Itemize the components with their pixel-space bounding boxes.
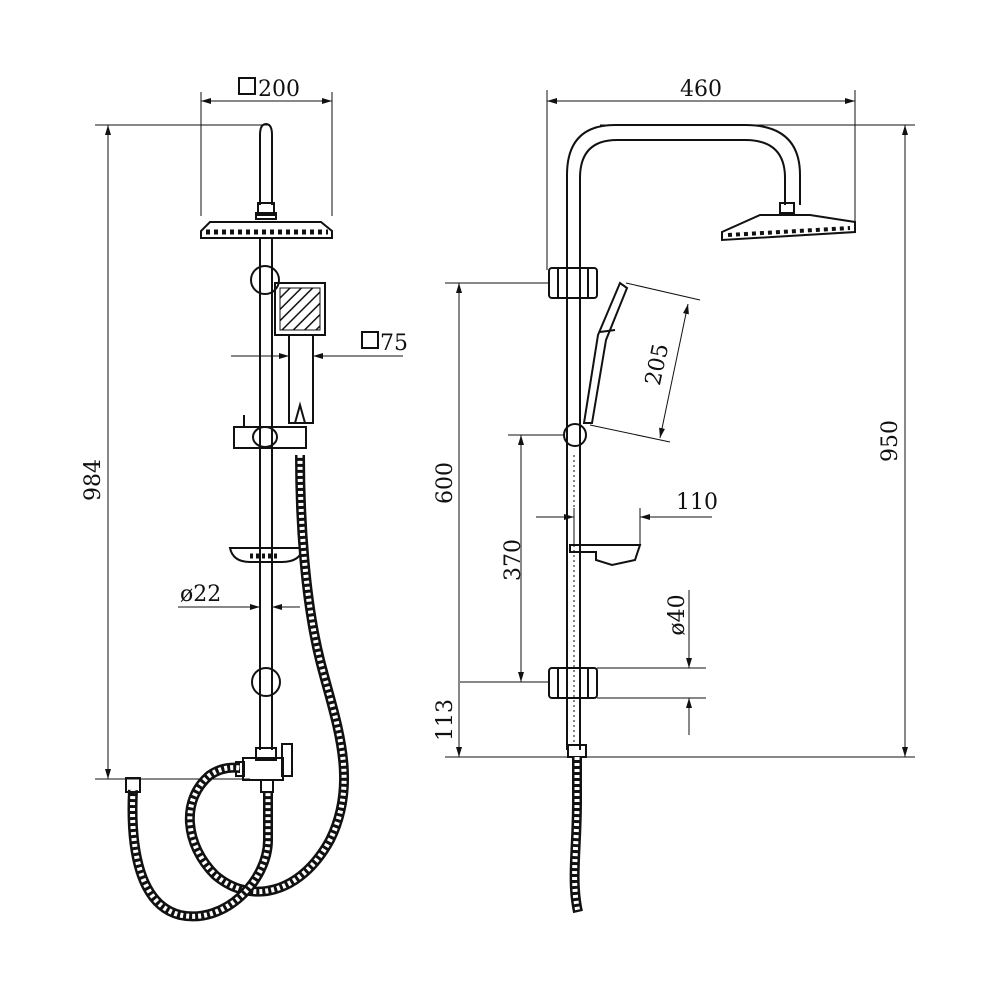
front-slide-rail: [259, 238, 273, 750]
diverter-valve: [235, 743, 293, 793]
front-height-dimension: 984: [81, 124, 268, 780]
soap-dish: [228, 547, 305, 563]
hand-shower-length-label: 205: [641, 342, 674, 388]
pipe-diameter-dimension: ø22: [178, 582, 300, 610]
hand-shower-size-label: 75: [380, 331, 408, 356]
front-total-height-label: 984: [81, 459, 106, 501]
front-hoses: [125, 454, 350, 922]
arm-projection-label: 460: [680, 77, 722, 102]
square-symbol-icon: [361, 331, 379, 349]
front-view: 200 984: [81, 77, 408, 922]
hand-shower-width-dimension: 75: [231, 331, 408, 359]
overhead-shower-size-label: 200: [258, 77, 300, 102]
side-hand-shower: [582, 281, 629, 424]
bracket-height-dimension: 600: [433, 282, 549, 757]
front-width-dimension: 200: [200, 77, 333, 216]
slider-distance-dimension: 370: [501, 434, 564, 682]
bracket-diameter-label: ø40: [665, 594, 690, 635]
slider-holder: [233, 415, 307, 449]
side-projection-dimension: 460: [546, 77, 856, 270]
side-view: 460 950: [433, 77, 915, 914]
pipe-diameter-label: ø22: [180, 582, 221, 607]
lower-bracket: [251, 667, 281, 697]
upper-bracket: [250, 265, 280, 295]
side-lower-bracket: ø40: [460, 590, 706, 735]
side-hose: [567, 455, 587, 914]
hand-shower-length-dimension: 205: [589, 282, 701, 443]
bottom-offset-label: 113: [433, 699, 458, 741]
side-upper-bracket: [548, 267, 598, 299]
side-total-height-label: 950: [878, 420, 903, 462]
overhead-shower: [200, 122, 333, 239]
side-height-dimension: 950: [445, 124, 915, 758]
bracket-height-label: 600: [433, 462, 458, 504]
hand-shower: [274, 282, 326, 424]
square-symbol-icon: [238, 77, 256, 95]
slider-distance-label: 370: [501, 539, 526, 581]
side-soap-dish: 110: [536, 490, 718, 567]
side-arm: [566, 124, 856, 750]
soap-dish-depth-label: 110: [676, 490, 718, 515]
bottom-offset-dimension: 113: [433, 682, 460, 757]
